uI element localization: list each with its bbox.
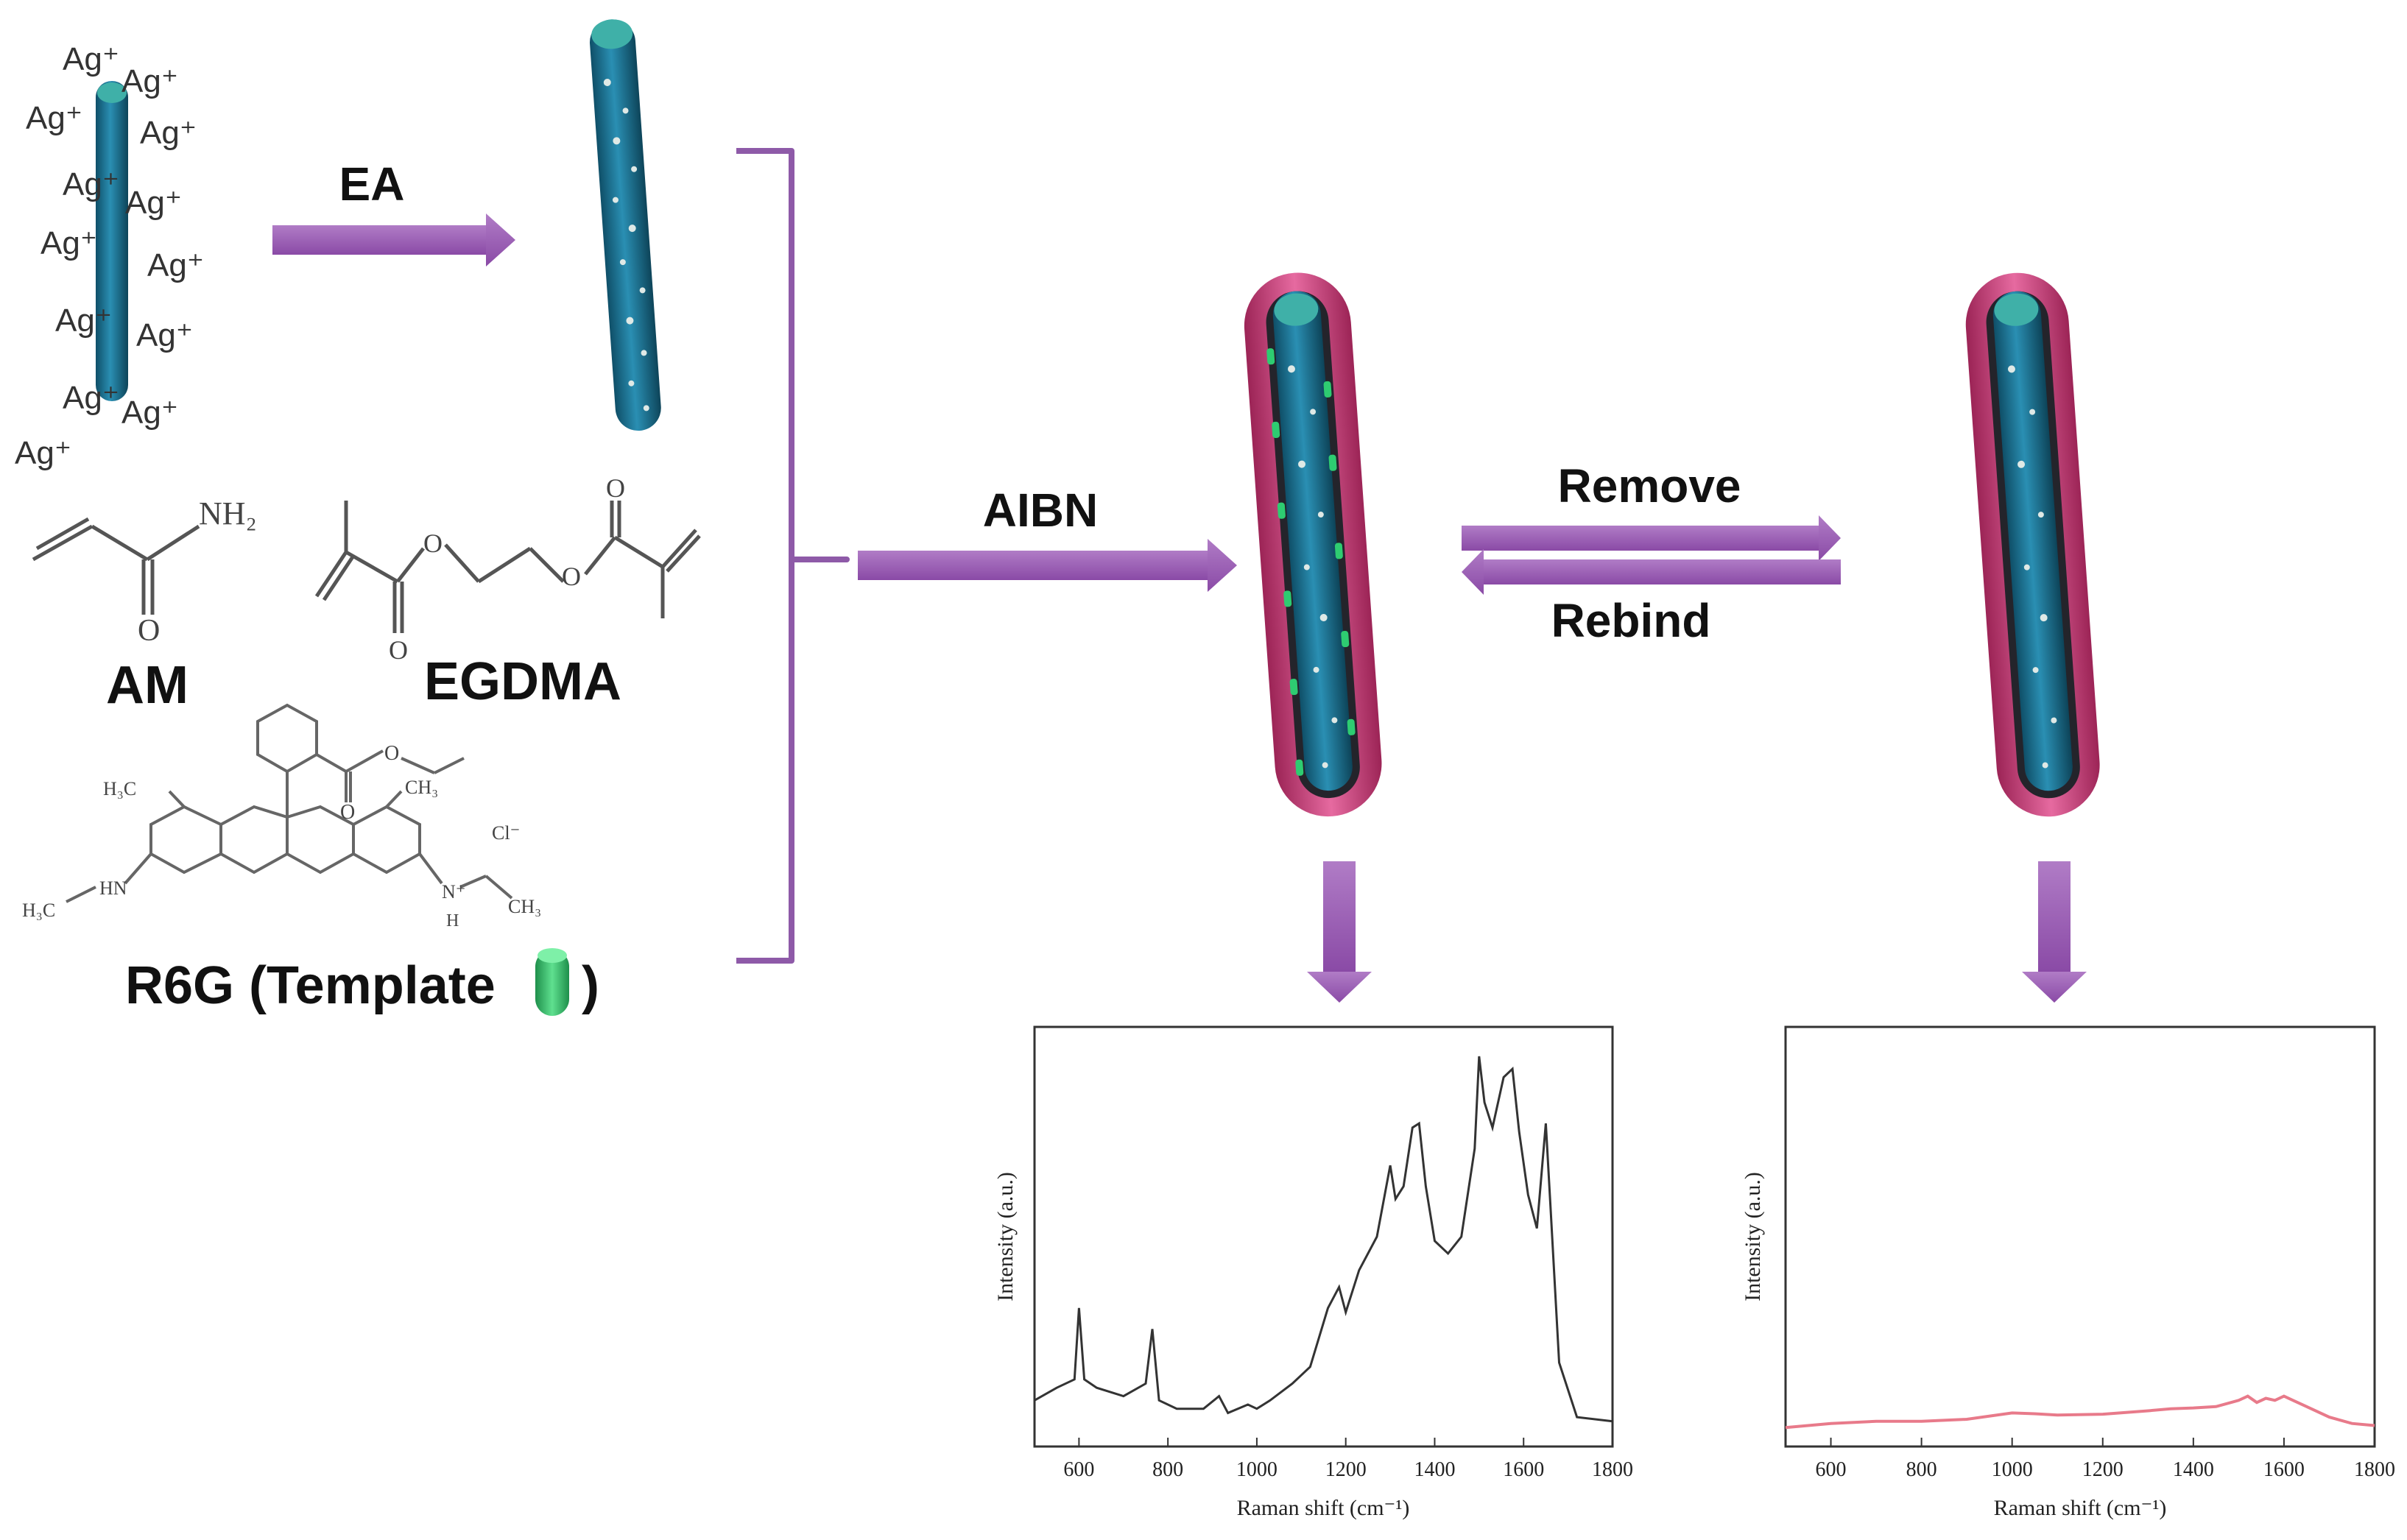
x-tick-label: 1200: [1325, 1458, 1367, 1481]
x-tick-label: 1000: [1992, 1458, 2033, 1481]
x-tick-label: 1800: [1592, 1458, 1633, 1481]
ag-ion-label: Ag⁺: [63, 166, 119, 202]
ag-ion-label: Ag⁺: [63, 380, 119, 416]
aibn-arrow: [858, 539, 1237, 592]
r6g-structure: [66, 703, 513, 903]
egdma-o-c: O: [562, 562, 581, 591]
mip-rod-without-template: [1965, 272, 2100, 817]
r6g-h: H: [446, 911, 459, 930]
ag-ion-label: Ag⁺: [55, 303, 112, 339]
x-tick-label: 800: [1152, 1458, 1183, 1481]
ag-ion-label: Ag⁺: [63, 41, 119, 77]
remove-arrow: [1462, 515, 1841, 561]
ag-ion-label: Ag⁺: [125, 185, 182, 221]
egdma-o-a: O: [389, 635, 408, 665]
r6g-o-2: O: [384, 742, 399, 765]
bare-rod: [96, 81, 128, 401]
ag-ion-label: Ag⁺: [147, 247, 204, 283]
x-tick-label: 1400: [2173, 1458, 2214, 1481]
r6g-nplus: N⁺: [442, 881, 466, 903]
x-tick-label: 1200: [2082, 1458, 2124, 1481]
x-tick-label: 1600: [2263, 1458, 2305, 1481]
ag-ion-label: Ag⁺: [136, 317, 193, 353]
ag-ion-label: Ag⁺: [26, 100, 82, 136]
ea-arrow: [272, 213, 515, 266]
egdma-structure: [314, 501, 701, 633]
am-structure: [32, 517, 200, 615]
chart2-x-ticks: 600 800 1000 1200 1400 1600 1800: [1816, 1438, 2395, 1481]
ag-ion-labels: Ag⁺Ag⁺Ag⁺Ag⁺Ag⁺Ag⁺Ag⁺Ag⁺Ag⁺Ag⁺Ag⁺Ag⁺Ag⁺: [15, 41, 204, 471]
ag-ion-label: Ag⁺: [121, 395, 178, 431]
am-nh2: NH₂: [199, 495, 257, 531]
r6g-o-1: O: [340, 801, 355, 824]
r6g-h3c: H₃C: [103, 778, 136, 799]
chart2-xlabel: Raman shift (cm⁻¹): [1994, 1496, 2167, 1520]
ag-ion-label: Ag⁺: [15, 435, 71, 471]
down-arrow-right: [2022, 861, 2087, 1003]
ag-ion-label: Ag⁺: [40, 225, 97, 261]
chart1-x-ticks: 600 800 1000 1200 1400 1600 1800: [1063, 1438, 1633, 1481]
chart2-series-line: [1785, 1394, 2375, 1430]
ag-ion-label: Ag⁺: [121, 63, 178, 99]
bare-rod-with-ag-ions: Ag⁺Ag⁺Ag⁺Ag⁺Ag⁺Ag⁺Ag⁺Ag⁺Ag⁺Ag⁺Ag⁺Ag⁺Ag⁺: [15, 41, 204, 471]
chart1-ylabel: Intensity (a.u.): [993, 1172, 1018, 1301]
egdma-label: EGDMA: [424, 652, 621, 711]
r6g-ch3-2: CH₃: [508, 896, 541, 917]
remove-label: Remove: [1558, 459, 1741, 512]
mip-rod-with-template: [1244, 272, 1382, 817]
x-tick-label: 1400: [1414, 1458, 1455, 1481]
raman-spectrum-without-template: Intensity (a.u.) Raman shift (cm⁻¹) 600 8…: [1741, 1025, 2395, 1520]
r6g-ch3: CH₃: [405, 777, 438, 798]
x-tick-label: 800: [1906, 1458, 1937, 1481]
egdma-o-b: O: [423, 529, 443, 558]
raman-spectrum-with-template: Intensity (a.u.) Raman shift (cm⁻¹) 600 8…: [993, 1025, 1633, 1520]
ag-ion-label: Ag⁺: [140, 115, 197, 151]
rebind-label: Rebind: [1551, 594, 1711, 647]
ag-decorated-rod: [590, 19, 661, 431]
r6g-chloride: Cl⁻: [492, 822, 520, 844]
bare-rod-tip: [97, 82, 127, 103]
am-label: AM: [106, 656, 188, 715]
chart1-frame: [1033, 1025, 1614, 1448]
x-tick-label: 1600: [1503, 1458, 1544, 1481]
chart1-xlabel: Raman shift (cm⁻¹): [1237, 1496, 1410, 1520]
r6g-h3c-2: H₃C: [22, 900, 55, 921]
chart1-series-line: [1034, 1056, 1613, 1423]
x-tick-label: 600: [1063, 1458, 1094, 1481]
template-icon: [535, 948, 569, 1016]
reactant-bracket: [736, 148, 850, 964]
chart2-ylabel: Intensity (a.u.): [1741, 1172, 1765, 1301]
rebind-arrow: [1462, 549, 1841, 595]
x-tick-label: 1000: [1236, 1458, 1277, 1481]
chart2-frame: [1784, 1025, 2376, 1448]
x-tick-label: 600: [1816, 1458, 1847, 1481]
r6g-label: R6G (Template: [125, 956, 496, 1015]
am-oxygen: O: [138, 614, 160, 648]
r6g-label-close: ): [582, 956, 599, 1015]
r6g-hn: HN: [99, 877, 127, 899]
aibn-label: AIBN: [983, 484, 1098, 537]
down-arrow-left: [1307, 861, 1372, 1003]
egdma-o-d: O: [606, 473, 625, 503]
ea-label: EA: [339, 158, 405, 211]
x-tick-label: 1800: [2354, 1458, 2395, 1481]
